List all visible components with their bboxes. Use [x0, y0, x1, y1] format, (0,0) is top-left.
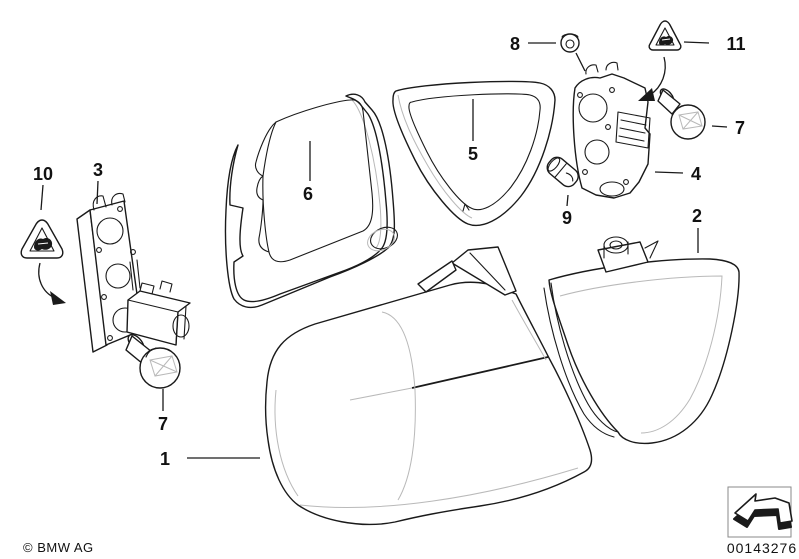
- callout-6[interactable]: 6: [303, 184, 313, 204]
- leader-lines: [40, 41, 728, 459]
- warning-triangle-right-icon: [648, 20, 682, 51]
- part-5-seal-drawing: [392, 80, 556, 227]
- warning-triangle-left-icon: [20, 219, 64, 259]
- curved-arrow-10: [38, 262, 66, 305]
- callout-2[interactable]: 2: [692, 206, 702, 226]
- bulb-7-left-drawing: [125, 334, 181, 389]
- callout-8[interactable]: 8: [510, 34, 520, 54]
- callout-5[interactable]: 5: [468, 144, 478, 164]
- bulb-7-right-drawing: [657, 88, 706, 140]
- callout-9[interactable]: 9: [562, 208, 572, 228]
- callout-11[interactable]: 11: [726, 34, 745, 54]
- callout-4[interactable]: 4: [691, 164, 701, 184]
- curved-arrow-11: [638, 56, 666, 101]
- part-8-grommet-drawing: [560, 33, 580, 53]
- callout-7-right[interactable]: 7: [735, 118, 745, 138]
- diagram-number: 00143276: [727, 540, 797, 556]
- part-1-rear-light-drawing: [264, 246, 593, 526]
- callout-3[interactable]: 3: [93, 160, 103, 180]
- callout-10[interactable]: 10: [33, 164, 53, 184]
- callout-7-left[interactable]: 7: [158, 414, 168, 434]
- part-2-rear-light-drawing: [543, 236, 740, 445]
- callout-1[interactable]: 1: [160, 449, 170, 469]
- part-3-bulb-carrier-drawing: [76, 192, 191, 353]
- part-9-bulb-drawing: [546, 156, 579, 188]
- part-6-seal-drawing: [224, 93, 398, 309]
- page-back-arrow-icon[interactable]: [727, 486, 793, 538]
- copyright-text: © BMW AG: [23, 540, 94, 555]
- part-4-bulb-carrier-drawing: [572, 61, 651, 199]
